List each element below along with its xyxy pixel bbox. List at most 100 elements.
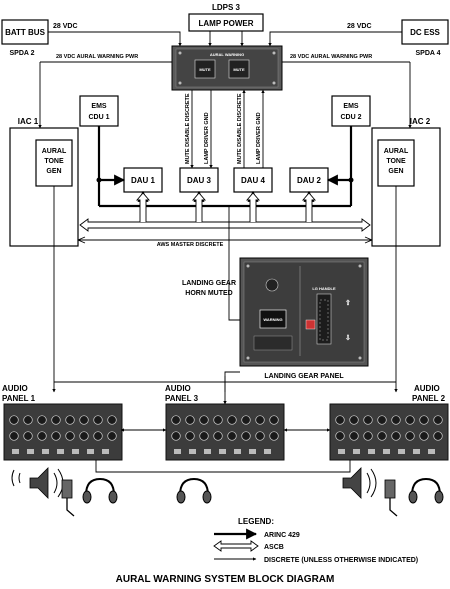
landing-gear-handle[interactable] — [316, 293, 332, 345]
horn-muted-line1: LANDING GEAR — [182, 280, 236, 287]
selector-switch[interactable] — [234, 449, 241, 454]
selector-switch[interactable] — [189, 449, 196, 454]
volume-knob[interactable] — [433, 431, 443, 441]
volume-knob[interactable] — [335, 415, 345, 425]
ems-cdu2-box — [331, 95, 371, 127]
dc-ess-box — [401, 19, 449, 45]
volume-knob[interactable] — [227, 415, 237, 425]
dau1-label: DAU 1 — [131, 176, 156, 185]
vdc-left-label: 28 VDC — [53, 23, 78, 30]
selector-switch[interactable] — [249, 449, 256, 454]
mute-button-1[interactable] — [194, 59, 216, 79]
selector-switch[interactable] — [383, 449, 390, 454]
volume-knob[interactable] — [255, 431, 265, 441]
mute-button-2[interactable] — [228, 59, 250, 79]
volume-knob[interactable] — [335, 431, 345, 441]
volume-knob[interactable] — [185, 415, 195, 425]
volume-knob[interactable] — [419, 431, 429, 441]
selector-switch[interactable] — [72, 449, 79, 454]
volume-knob[interactable] — [377, 431, 387, 441]
volume-knob[interactable] — [9, 415, 19, 425]
volume-knob[interactable] — [241, 415, 251, 425]
volume-knob[interactable] — [405, 431, 415, 441]
ems-cdu1-line1: EMS — [91, 103, 107, 110]
selector-switch[interactable] — [174, 449, 181, 454]
volume-knob[interactable] — [37, 415, 47, 425]
volume-knob[interactable] — [107, 415, 117, 425]
volume-knob[interactable] — [9, 431, 19, 441]
volume-knob[interactable] — [391, 431, 401, 441]
selector-switch[interactable] — [338, 449, 345, 454]
headset-icon-1 — [82, 477, 118, 504]
selector-switch[interactable] — [264, 449, 271, 454]
selector-switch[interactable] — [428, 449, 435, 454]
volume-knob[interactable] — [199, 431, 209, 441]
selector-switch[interactable] — [368, 449, 375, 454]
ems-cdu2-line1: EMS — [343, 103, 359, 110]
volume-knob[interactable] — [349, 431, 359, 441]
volume-knob[interactable] — [269, 415, 279, 425]
volume-knob[interactable] — [93, 415, 103, 425]
volume-knob[interactable] — [23, 431, 33, 441]
selector-switch[interactable] — [87, 449, 94, 454]
volume-knob[interactable] — [37, 431, 47, 441]
lamp-power-label: LAMP POWER — [199, 19, 254, 28]
speaker-icon-2 — [342, 467, 377, 499]
tone-gen-2-line1: AURAL — [384, 148, 409, 155]
selector-switch[interactable] — [12, 449, 19, 454]
volume-knob[interactable] — [93, 431, 103, 441]
selector-switch[interactable] — [219, 449, 226, 454]
volume-knob[interactable] — [377, 415, 387, 425]
selector-switch[interactable] — [57, 449, 64, 454]
selector-switch[interactable] — [413, 449, 420, 454]
audio-panel-1-line2: PANEL 1 — [2, 394, 36, 403]
volume-knob[interactable] — [171, 415, 181, 425]
gear-selector-knob[interactable] — [265, 278, 279, 292]
volume-knob[interactable] — [363, 431, 373, 441]
volume-knob[interactable] — [269, 431, 279, 441]
volume-knob[interactable] — [107, 431, 117, 441]
volume-knob[interactable] — [391, 415, 401, 425]
volume-knob[interactable] — [65, 415, 75, 425]
volume-knob[interactable] — [405, 415, 415, 425]
volume-knob[interactable] — [23, 415, 33, 425]
volume-knob[interactable] — [349, 415, 359, 425]
mute-button-2-label: MUTE — [233, 67, 245, 72]
volume-knob[interactable] — [185, 431, 195, 441]
volume-knob[interactable] — [213, 431, 223, 441]
horn-mute-button[interactable] — [259, 309, 287, 329]
volume-knob[interactable] — [199, 415, 209, 425]
volume-knob[interactable] — [79, 415, 89, 425]
audio-panel-3 — [165, 403, 285, 461]
selector-switch[interactable] — [27, 449, 34, 454]
selector-switch[interactable] — [204, 449, 211, 454]
selector-switch[interactable] — [353, 449, 360, 454]
selector-switch[interactable] — [398, 449, 405, 454]
iac1-label: IAC 1 — [18, 117, 39, 126]
selector-switch[interactable] — [102, 449, 109, 454]
gear-down-icon: ⇩ — [345, 334, 351, 342]
audio-panel-3-line1: AUDIO — [165, 384, 191, 393]
ascb-bus — [79, 192, 371, 232]
volume-knob[interactable] — [171, 431, 181, 441]
volume-knob[interactable] — [255, 415, 265, 425]
volume-knob[interactable] — [227, 431, 237, 441]
volume-knob[interactable] — [51, 415, 61, 425]
volume-knob[interactable] — [79, 431, 89, 441]
volume-knob[interactable] — [213, 415, 223, 425]
tone-gen-2-box — [377, 139, 415, 187]
volume-knob[interactable] — [363, 415, 373, 425]
legend-ascb-label: ASCB — [264, 544, 284, 551]
vlabel-lamp-driver-2: LAMP DRIVER GND — [256, 112, 262, 164]
selector-switch[interactable] — [42, 449, 49, 454]
handle-label: LG HANDLE — [312, 286, 336, 291]
volume-knob[interactable] — [65, 431, 75, 441]
spda2-label: SPDA 2 — [9, 50, 34, 57]
aural-panel-title: AURAL WARNING — [210, 52, 244, 57]
volume-knob[interactable] — [433, 415, 443, 425]
volume-knob[interactable] — [51, 431, 61, 441]
volume-knob[interactable] — [419, 415, 429, 425]
volume-knob[interactable] — [241, 431, 251, 441]
vlabel-mute-disable-1: MUTE DISABLE DISCRETE — [185, 93, 191, 164]
